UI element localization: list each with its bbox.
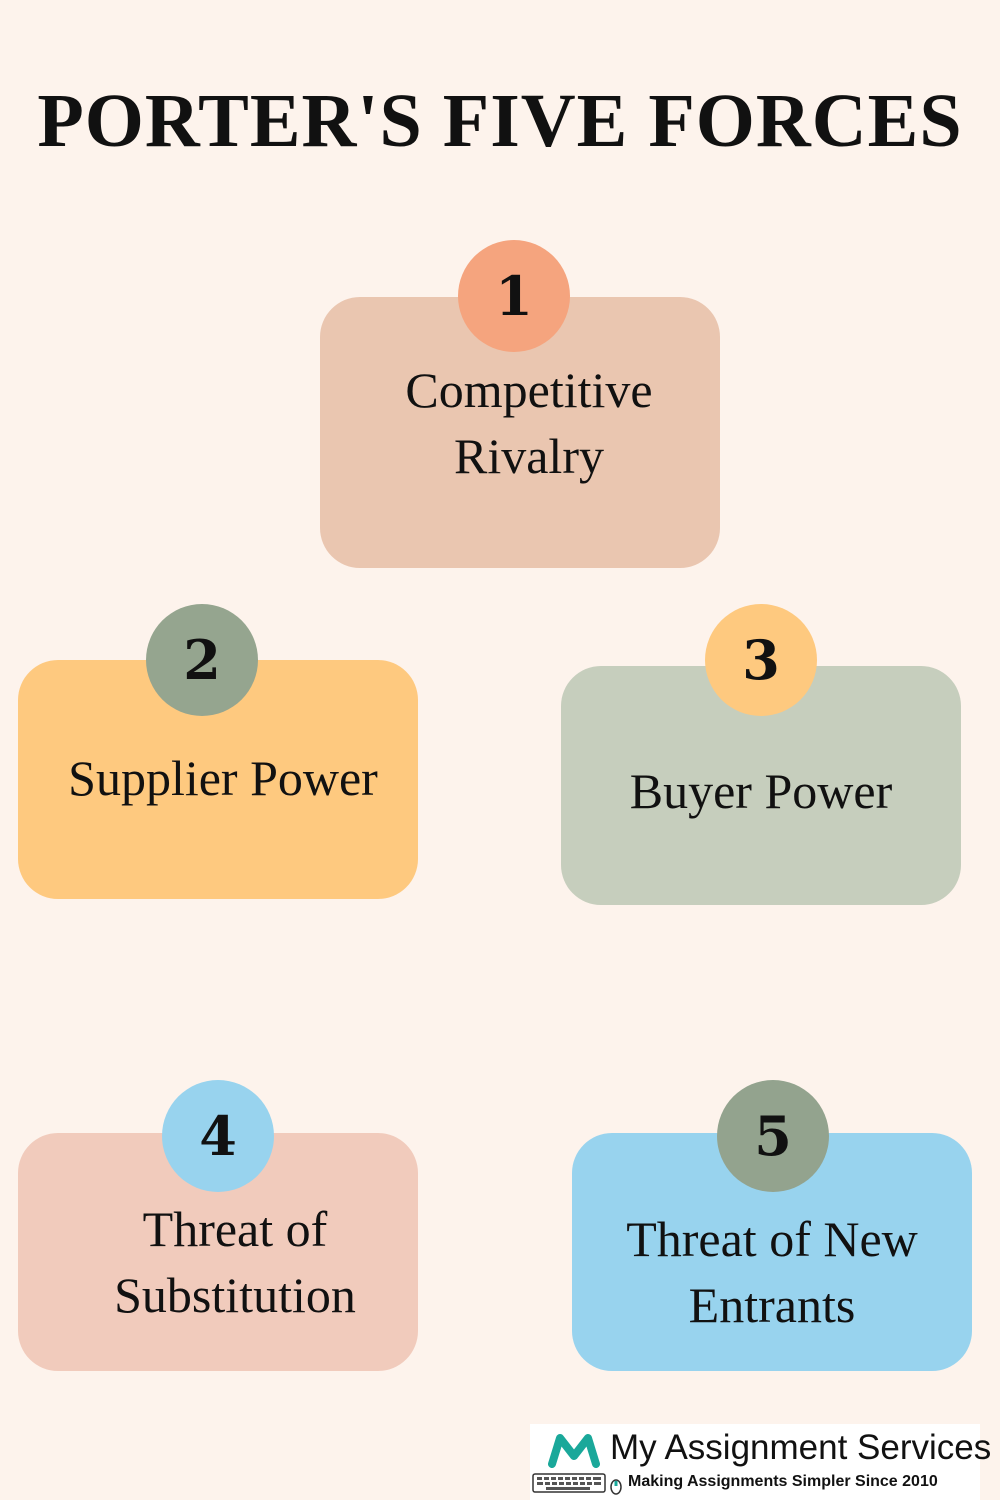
brand-tagline: Making Assignments Simpler Since 2010 (628, 1473, 938, 1490)
force-label: Competitive Rivalry (405, 361, 653, 484)
force-number-badge: 4 (162, 1080, 274, 1192)
force-number-badge: 5 (717, 1080, 829, 1192)
force-label: Supplier Power (68, 750, 378, 806)
force-number-badge: 3 (705, 604, 817, 716)
brand-name: My Assignment Services (610, 1428, 992, 1467)
force-label: Buyer Power (629, 762, 893, 819)
m-logo-icon (548, 1434, 600, 1468)
keyboard-mouse-icon (532, 1473, 622, 1495)
brand-logo: My Assignment Services Making Assignment… (530, 1424, 991, 1500)
force-label: Threat of New Entrants (626, 1211, 918, 1333)
force-label: Threat of Substitution (114, 1201, 356, 1323)
page-title: PORTER'S FIVE FORCES (37, 79, 963, 163)
force-card-buyer-power: Buyer Power (561, 666, 961, 905)
force-number-badge: 2 (146, 604, 258, 716)
force-number-badge: 1 (458, 240, 570, 352)
